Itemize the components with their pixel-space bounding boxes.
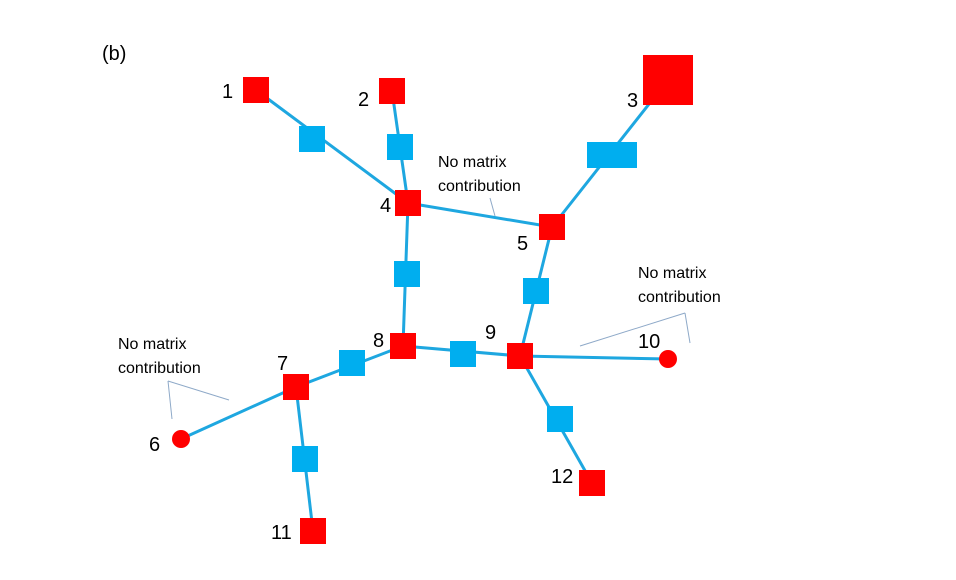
note-9-10-line-0: No matrix — [638, 265, 706, 282]
note-7-6-line-0: No matrix — [118, 336, 186, 353]
note-9-10-line-1: contribution — [638, 289, 721, 306]
connector-5-9 — [523, 278, 549, 304]
edge-9-10 — [518, 354, 670, 361]
note-9-10-pointer-1 — [684, 312, 691, 344]
node-1 — [243, 77, 269, 103]
node-label-6: 6 — [149, 434, 160, 456]
connector-7-11 — [292, 446, 318, 472]
note-4-5: No matrix contribution — [438, 154, 521, 195]
note-7-6-pointer-1 — [167, 380, 173, 420]
node-label-8: 8 — [373, 330, 384, 352]
node-label-2: 2 — [358, 89, 369, 111]
node-label-1: 1 — [222, 81, 233, 103]
node-label-5: 5 — [517, 233, 528, 255]
node-10 — [659, 350, 677, 368]
note-7-6-pointer-0 — [167, 380, 230, 401]
node-label-7: 7 — [277, 353, 288, 375]
node-label-3: 3 — [627, 90, 638, 112]
note-7-6-line-1: contribution — [118, 360, 201, 377]
node-3 — [643, 55, 693, 105]
node-11 — [300, 518, 326, 544]
node-7 — [283, 374, 309, 400]
node-label-11: 11 — [271, 522, 292, 544]
connector-4-8 — [394, 261, 420, 287]
note-7-6: No matrix contribution — [118, 336, 201, 377]
node-4 — [395, 190, 421, 216]
panel-label: (b) — [102, 43, 126, 65]
note-4-5-pointer-0 — [489, 197, 496, 217]
edge-1-4 — [254, 88, 410, 205]
connector-1-4 — [299, 126, 325, 152]
connectors-layer — [292, 126, 637, 472]
connector-3-5 — [587, 142, 637, 168]
note-4-5-line-1: contribution — [438, 178, 521, 195]
note-9-10: No matrix contribution — [638, 265, 721, 306]
node-label-4: 4 — [380, 195, 391, 217]
edge-7-6 — [179, 385, 298, 441]
note-9-10-pointer-0 — [579, 312, 686, 347]
node-6 — [172, 430, 190, 448]
node-8 — [390, 333, 416, 359]
edge-4-5 — [406, 201, 554, 229]
node-label-12: 12 — [551, 466, 573, 488]
node-2 — [379, 78, 405, 104]
connector-2-4 — [387, 134, 413, 160]
connector-8-9 — [450, 341, 476, 367]
annotation-pointers — [167, 197, 691, 420]
note-4-5-line-0: No matrix — [438, 154, 506, 171]
node-label-10: 10 — [638, 331, 660, 353]
node-label-9: 9 — [485, 322, 496, 344]
nodes-layer — [172, 55, 693, 544]
connector-8-7 — [339, 350, 365, 376]
node-12 — [579, 470, 605, 496]
connector-9-12 — [547, 406, 573, 432]
annotation-notes: No matrix contribution No matrix contributi… — [118, 154, 721, 377]
node-9 — [507, 343, 533, 369]
node-5 — [539, 214, 565, 240]
